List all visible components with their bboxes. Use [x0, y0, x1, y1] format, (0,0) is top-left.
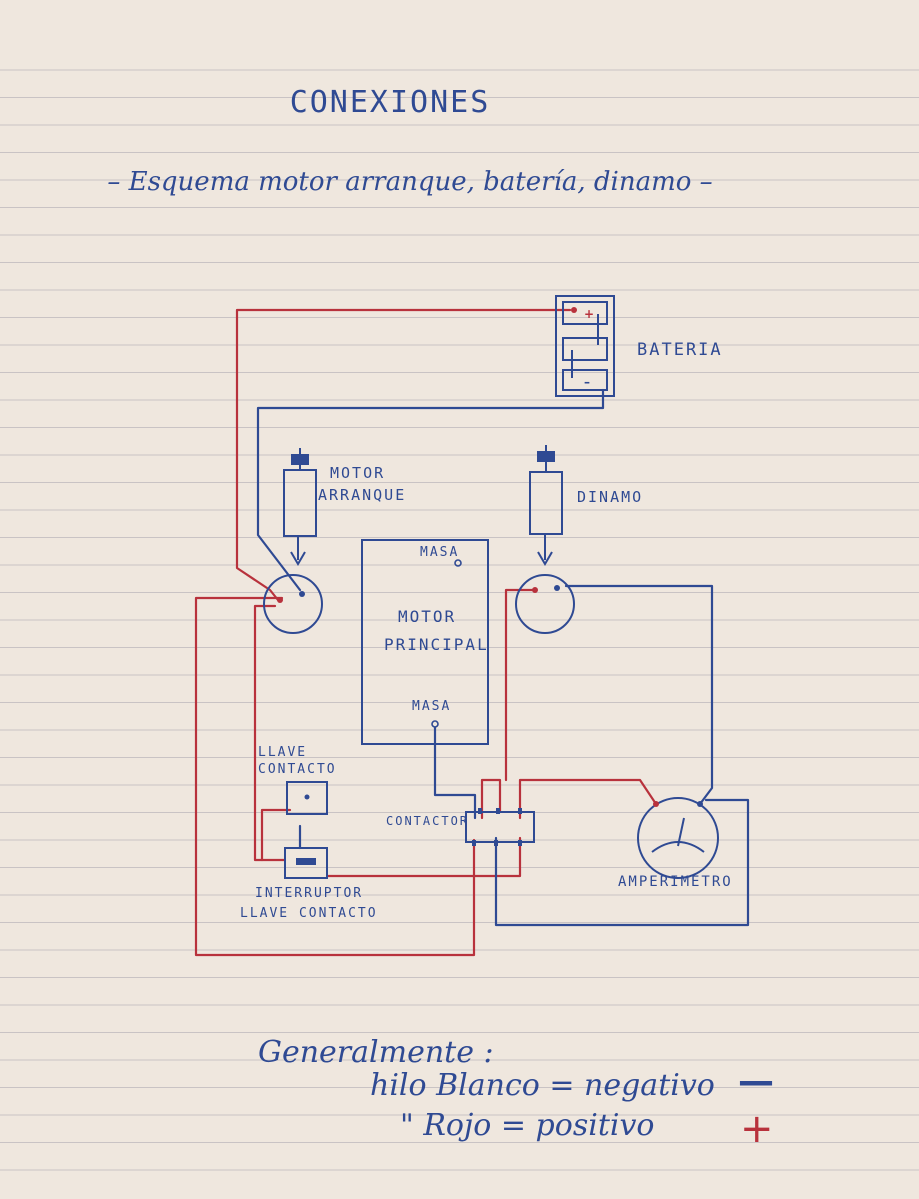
wire-starter-to-contactor [194, 596, 476, 957]
masa-top-point [454, 559, 462, 567]
label-motor-arranque-line2: ARRANQUE [318, 486, 406, 504]
main-engine-box [361, 539, 489, 745]
interruptor-switch [284, 847, 328, 879]
wire-battery-minus-to-starter [256, 388, 605, 592]
legend-heading: Generalmente : [258, 1035, 494, 1070]
negative-wires [256, 388, 750, 927]
contactor-box [465, 811, 535, 843]
starter-terminal-blue [299, 591, 305, 597]
positive-wires [194, 308, 658, 957]
page-subtitle: – Esquema motor arranque, batería, dinam… [107, 167, 712, 197]
label-amperimetro: AMPERIMETRO [618, 874, 733, 890]
label-motor-principal-line1: MOTOR [398, 607, 456, 626]
wire-dinamo-to-ammeter [564, 584, 714, 806]
contactor-terminals [472, 808, 522, 846]
wire-contactor-top-loop [480, 778, 502, 820]
label-llave-contacto-line1: LLAVE [258, 745, 307, 760]
wire-battery-plus-to-starter [235, 308, 572, 602]
label-llave-contacto-line2: CONTACTO [258, 762, 337, 777]
wire-starter-to-interruptor [253, 604, 287, 862]
ignition-key-slot [304, 794, 310, 800]
interruptor-lever [296, 858, 316, 865]
wire-dinamo-red [504, 588, 537, 782]
legend-minus-symbol: — [738, 1061, 774, 1102]
starter-motor [263, 448, 323, 634]
battery [555, 295, 615, 397]
label-interruptor-line1: INTERRUPTOR [255, 886, 363, 901]
masa-bottom-point [431, 720, 439, 728]
wire-llave-contacto-red [260, 808, 292, 862]
wire-contactor-to-ammeter-return [494, 798, 750, 927]
legend-plus-symbol: + [740, 1106, 774, 1152]
label-masa-bottom: MASA [412, 699, 451, 714]
ignition-key-switch [286, 781, 328, 815]
battery-plus-dot [571, 307, 577, 313]
dynamo-terminal-blue [554, 585, 560, 591]
wire-interruptor-to-contactor [326, 836, 522, 878]
label-bateria: BATERIA [637, 340, 723, 360]
dynamo-terminal-red [532, 587, 538, 593]
legend-white-negative: hilo Blanco = negativo [370, 1068, 715, 1103]
dynamo [515, 445, 575, 634]
ruled-lines [0, 69, 919, 1171]
label-contactor: CONTACTOR [386, 814, 469, 828]
ammeter [637, 797, 719, 879]
starter-terminal-red [277, 597, 283, 603]
page-title: CONEXIONES [290, 85, 491, 120]
label-dinamo: DINAMO [577, 488, 643, 506]
label-masa-top: MASA [420, 545, 459, 560]
wire-contactor-to-ammeter [518, 778, 658, 820]
battery-plus-terminal: + [584, 307, 594, 321]
label-motor-arranque-line1: MOTOR [330, 464, 385, 482]
wire-masa-to-contactor [433, 726, 477, 820]
label-interruptor-line2: LLAVE CONTACTO [240, 906, 378, 921]
ammeter-terminal-blue [697, 801, 703, 807]
battery-minus-terminal: – [584, 375, 590, 389]
label-motor-principal-line2: PRINCIPAL [384, 635, 489, 654]
ammeter-terminal-red [653, 801, 659, 807]
legend-red-positive: " Rojo = positivo [400, 1108, 654, 1143]
